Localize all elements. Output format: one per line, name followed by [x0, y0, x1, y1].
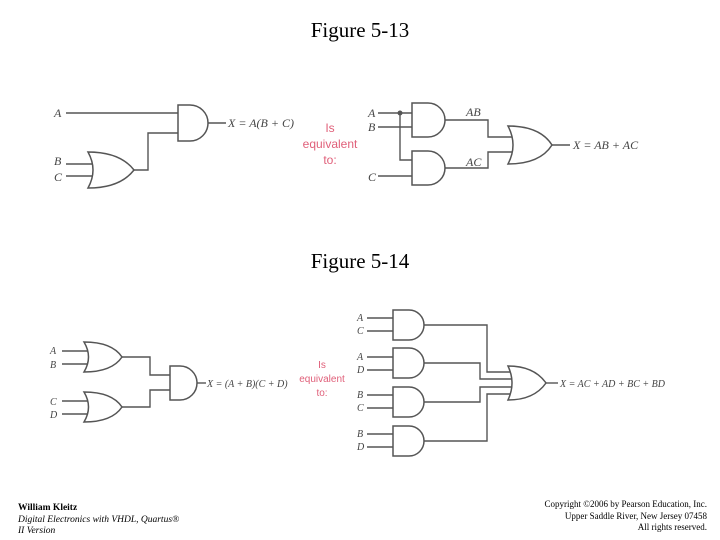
- copyright-line-1: Copyright ©2006 by Pearson Education, In…: [544, 499, 707, 509]
- fig13-r-input-a: A: [367, 106, 376, 120]
- fig14-input-a: A: [49, 346, 57, 357]
- fig14-or-gate: [506, 365, 547, 401]
- fig14-r-input-a1: A: [356, 313, 364, 324]
- fig14-r-input-d2: D: [356, 442, 365, 453]
- fig14-equiv-line3: to:: [316, 388, 327, 399]
- fig14-and-gate-ac: [392, 309, 425, 341]
- fig13-and-gate-ab: [411, 102, 446, 138]
- fig14-left-circuit: A B C D X = (A + B)(C + D): [49, 341, 288, 423]
- fig14-or-gate-ab: [82, 341, 123, 373]
- fig13-equivalence-note: Is equivalent to:: [303, 121, 358, 167]
- fig13-and-gate: [177, 104, 209, 142]
- footer-author: William Kleitz: [18, 503, 78, 513]
- fig14-r-input-d1: D: [356, 365, 365, 376]
- fig14-or-gate-cd: [82, 391, 123, 423]
- fig14-r-input-b1: B: [357, 390, 363, 401]
- fig13-label-ab: AB: [465, 105, 481, 119]
- fig13-r-input-b: B: [368, 120, 376, 134]
- fig14-r-input-b2: B: [357, 429, 363, 440]
- footer-book-title-2: II Version: [18, 526, 56, 536]
- fig13-or-gate: [506, 125, 553, 165]
- fig13-left-circuit: A B C X = A(B + C): [53, 104, 294, 189]
- fig14-equiv-line1: Is: [318, 360, 326, 371]
- fig14-equiv-line2: equivalent: [299, 374, 345, 385]
- copyright-line-3: All rights reserved.: [637, 522, 707, 532]
- fig13-equiv-line2: equivalent: [303, 137, 358, 151]
- fig13-or-gate: [86, 151, 135, 189]
- fig14-left-output: X = (A + B)(C + D): [206, 379, 288, 390]
- fig14-input-d: D: [49, 410, 58, 421]
- fig13-right-circuit: A B C AB AC X = AB + AC: [367, 102, 639, 186]
- fig14-input-c: C: [50, 397, 57, 408]
- fig14-and-gate-bd: [392, 425, 425, 457]
- fig13-equiv-line3: to:: [323, 153, 336, 167]
- fig14-r-input-c2: C: [357, 403, 364, 414]
- figure-5-13-title: Figure 5-13: [310, 18, 410, 42]
- fig13-input-c: C: [54, 170, 63, 184]
- fig14-input-b: B: [50, 360, 56, 371]
- fig13-r-input-c: C: [368, 170, 377, 184]
- fig14-right-circuit: A C A D B C B D X = AC + AD + BC + BD: [356, 309, 666, 457]
- fig13-left-output: X = A(B + C): [227, 116, 294, 130]
- fig14-r-input-c1: C: [357, 326, 364, 337]
- fig14-r-input-a2: A: [356, 352, 364, 363]
- fig13-right-output: X = AB + AC: [572, 138, 639, 152]
- fig13-and-gate-ac: [411, 150, 446, 186]
- fig13-input-b: B: [54, 154, 62, 168]
- figure-5-14-title: Figure 5-14: [310, 249, 410, 273]
- fig13-input-a: A: [53, 106, 62, 120]
- fig14-and-gate-ad: [392, 347, 425, 379]
- footer-copyright: Copyright ©2006 by Pearson Education, In…: [427, 499, 707, 534]
- fig14-right-output: X = AC + AD + BC + BD: [559, 379, 666, 390]
- fig14-equivalence-note: Is equivalent to:: [299, 360, 345, 399]
- fig13-equiv-line1: Is: [325, 121, 334, 135]
- fig13-label-ac: AC: [465, 155, 482, 169]
- footer-book-title-1: Digital Electronics with VHDL, Quartus®: [18, 514, 180, 525]
- footer-book-info: William Kleitz Digital Electronics with …: [18, 503, 179, 538]
- fig14-and-gate-bc: [392, 386, 425, 418]
- fig14-and-gate: [169, 365, 198, 401]
- copyright-line-2: Upper Saddle River, New Jersey 07458: [564, 510, 707, 521]
